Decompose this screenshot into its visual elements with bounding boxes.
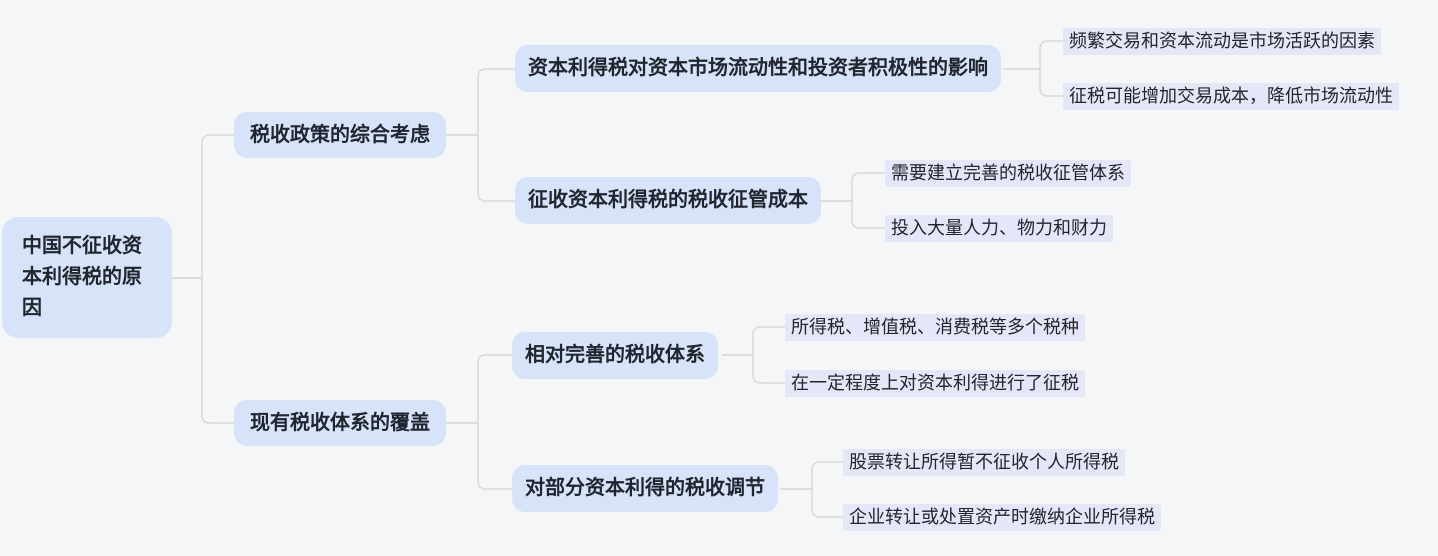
connector-sub3-to-leaf6 — [722, 354, 785, 384]
connector-sub2-to-leaf4 — [820, 200, 885, 229]
leaf-enterprise-asset-disposal-income-tax[interactable]: 企业转让或处置资产时缴纳企业所得税 — [843, 504, 1161, 531]
node-tax-regulation-of-partial-capital-gains[interactable]: 对部分资本利得的税收调节 — [512, 465, 778, 512]
connector-root-to-branch2 — [172, 277, 234, 424]
node-tax-policy-considerations[interactable]: 税收政策的综合考虑 — [234, 112, 446, 158]
connector-root-to-branch1 — [172, 134, 234, 279]
node-impact-on-market-liquidity-and-investors[interactable]: 资本利得税对资本市场流动性和投资者积极性的影响 — [515, 45, 1001, 92]
node-root-reasons-china-no-capital-gains-tax[interactable]: 中国不征收资本利得税的原因 — [2, 217, 172, 338]
connector-sub4-to-leaf8 — [780, 488, 843, 518]
connector-branch2-to-sub4 — [446, 422, 512, 490]
leaf-large-manpower-material-financial-input[interactable]: 投入大量人力、物力和财力 — [885, 215, 1113, 242]
connector-sub1-to-leaf1 — [1003, 40, 1063, 70]
leaf-stock-transfer-personal-tax-exempt[interactable]: 股票转让所得暂不征收个人所得税 — [843, 449, 1125, 476]
leaf-need-complete-collection-system[interactable]: 需要建立完善的税收征管体系 — [885, 160, 1131, 187]
connector-sub3-to-leaf5 — [722, 326, 785, 356]
leaf-multiple-tax-categories[interactable]: 所得税、增值税、消费税等多个税种 — [785, 314, 1085, 341]
connector-sub1-to-leaf2 — [1003, 68, 1063, 97]
connector-sub2-to-leaf3 — [820, 172, 885, 202]
node-existing-tax-system-coverage[interactable]: 现有税收体系的覆盖 — [234, 400, 446, 446]
node-tax-collection-cost[interactable]: 征收资本利得税的税收征管成本 — [515, 177, 821, 224]
leaf-frequent-trading-market-activity[interactable]: 频繁交易和资本流动是市场活跃的因素 — [1063, 28, 1381, 55]
connector-sub4-to-leaf7 — [780, 461, 843, 490]
node-relatively-complete-tax-system[interactable]: 相对完善的税收体系 — [512, 332, 718, 379]
connector-branch1-to-sub2 — [446, 134, 515, 202]
connector-branch1-to-sub1 — [446, 68, 515, 136]
connector-branch2-to-sub3 — [446, 354, 512, 424]
leaf-taxation-raises-costs-lowers-liquidity[interactable]: 征税可能增加交易成本，降低市场流动性 — [1063, 83, 1399, 110]
leaf-capital-gains-already-taxed-to-degree[interactable]: 在一定程度上对资本利得进行了征税 — [785, 370, 1085, 397]
